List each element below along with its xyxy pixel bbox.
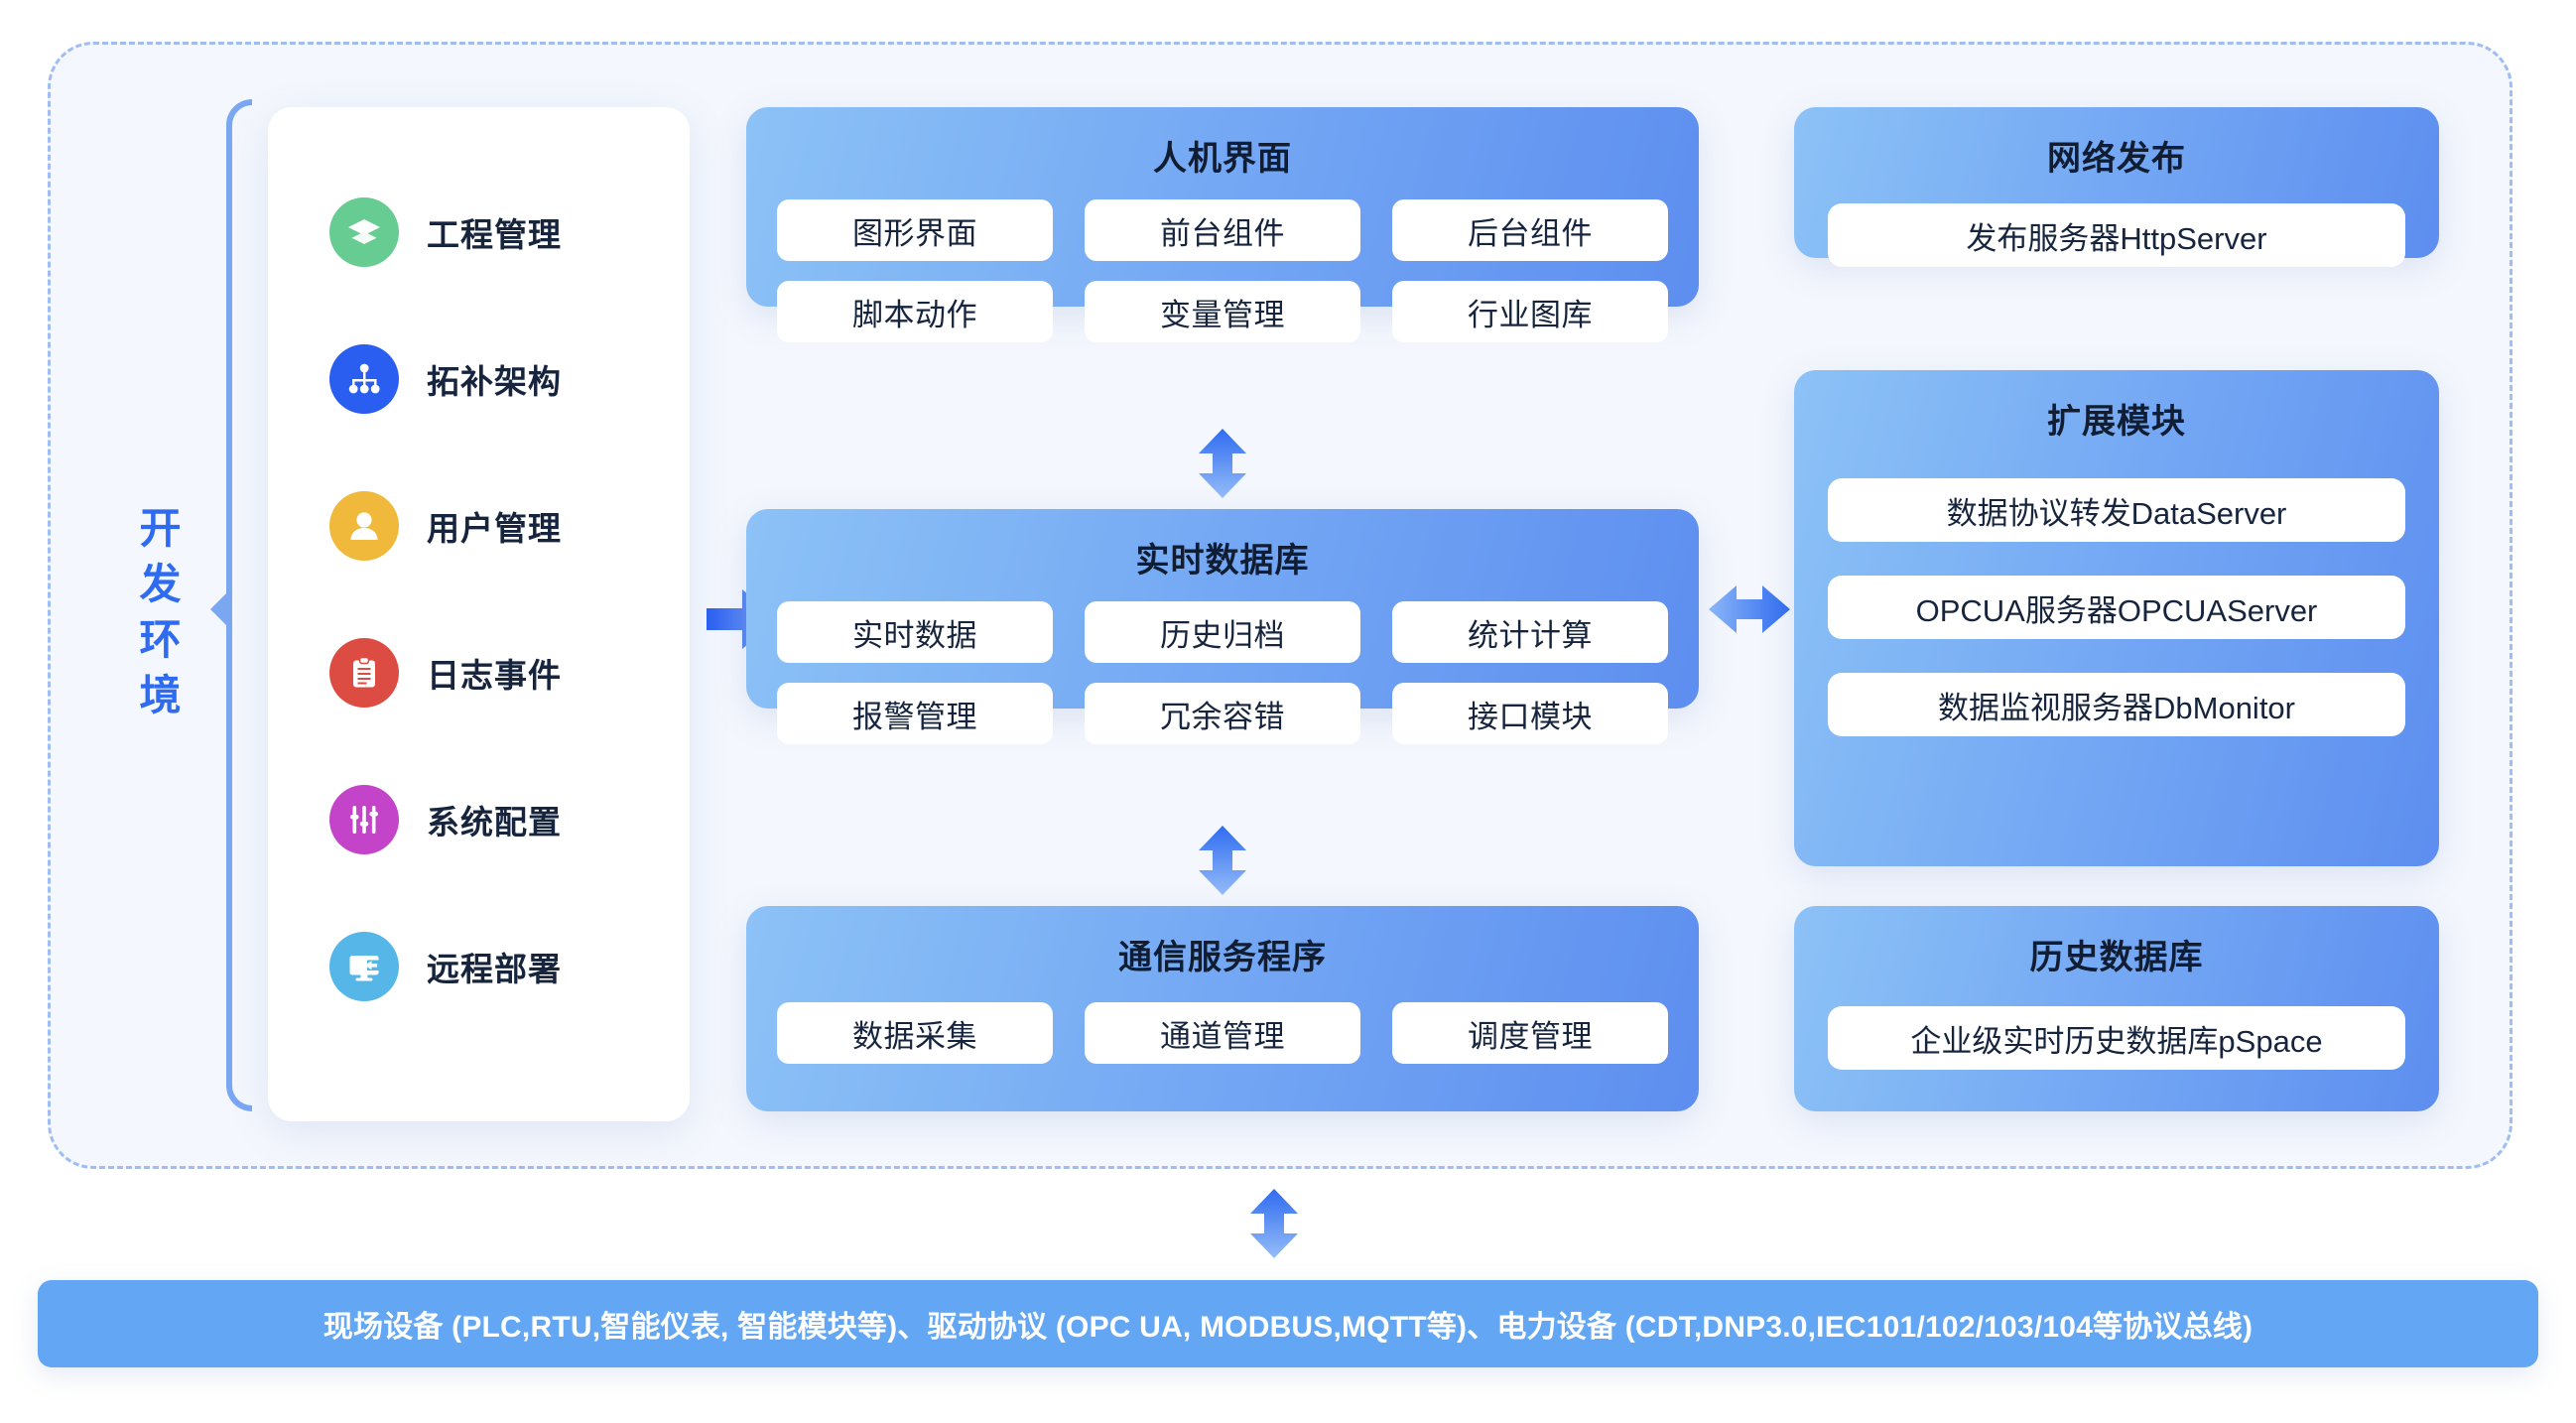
environment-label-char-2: 发: [139, 560, 183, 607]
sliders-icon: [329, 785, 399, 854]
sidebar-item-system-config[interactable]: 系统配置: [268, 746, 690, 893]
development-tools-card: 工程管理 拓补架构: [268, 107, 690, 1121]
sidebar-item-label: 系统配置: [427, 804, 562, 841]
double-arrow-vertical-icon: [1197, 429, 1248, 498]
chip-row: 数据采集 通道管理 调度管理: [746, 1002, 1699, 1064]
sidebar-item-remote-deploy[interactable]: 远程部署: [268, 893, 690, 1040]
chip[interactable]: 脚本动作: [777, 281, 1053, 342]
chip[interactable]: OPCUA服务器OPCUAServer: [1828, 576, 2405, 639]
sidebar-item-user-management[interactable]: 用户管理: [268, 453, 690, 599]
panel-realtime-database: 实时数据库 实时数据 历史归档 统计计算 报警管理 冗余容错 接口模块: [746, 509, 1699, 744]
chip[interactable]: 数据采集: [777, 1002, 1053, 1064]
chip[interactable]: 调度管理: [1392, 1002, 1668, 1064]
panel-title: 扩展模块: [2047, 403, 2186, 441]
chip-row: 报警管理 冗余容错 接口模块: [746, 683, 1699, 744]
sidebar-item-label: 拓补架构: [427, 363, 562, 400]
sidebar-item-label: 工程管理: [427, 216, 562, 253]
chip[interactable]: 后台组件: [1392, 199, 1668, 261]
panel-title: 网络发布: [2047, 140, 2186, 178]
panel-title: 人机界面: [1153, 140, 1292, 178]
chip[interactable]: 行业图库: [1392, 281, 1668, 342]
layers-icon: [329, 197, 399, 267]
panel-extension-modules: 扩展模块 数据协议转发DataServer OPCUA服务器OPCUAServe…: [1794, 370, 2439, 866]
sitemap-icon: [329, 344, 399, 414]
chip[interactable]: 图形界面: [777, 199, 1053, 261]
panel-hmi: 人机界面 图形界面 前台组件 后台组件 脚本动作 变量管理 行业图库: [746, 107, 1699, 342]
panel-title: 实时数据库: [1135, 542, 1310, 580]
chip[interactable]: 接口模块: [1392, 683, 1668, 744]
sidebar-item-label: 用户管理: [427, 510, 562, 547]
sidebar-item-topology[interactable]: 拓补架构: [268, 306, 690, 453]
chip[interactable]: 实时数据: [777, 601, 1053, 663]
sidebar-item-label: 日志事件: [427, 657, 562, 694]
environment-label-char-4: 境: [139, 671, 183, 718]
chip-row: 实时数据 历史归档 统计计算: [746, 601, 1699, 663]
chip[interactable]: 报警管理: [777, 683, 1053, 744]
panel-title: 历史数据库: [2029, 939, 2204, 976]
environment-label: 开发环境: [129, 501, 193, 722]
chip[interactable]: 数据协议转发DataServer: [1828, 478, 2405, 542]
panel-history-database: 历史数据库 企业级实时历史数据库pSpace: [1794, 906, 2439, 1111]
double-arrow-horizontal-icon: [1709, 583, 1790, 635]
environment-label-char-1: 开: [139, 505, 183, 552]
chip[interactable]: 发布服务器HttpServer: [1828, 203, 2405, 267]
sidebar-item-project-management[interactable]: 工程管理: [268, 159, 690, 306]
panel-title: 通信服务程序: [1118, 939, 1327, 976]
environment-brace-notch: [210, 592, 227, 626]
chip[interactable]: 通道管理: [1085, 1002, 1360, 1064]
sidebar-item-log-events[interactable]: 日志事件: [268, 599, 690, 746]
chip[interactable]: 历史归档: [1085, 601, 1360, 663]
chip[interactable]: 前台组件: [1085, 199, 1360, 261]
chip[interactable]: 统计计算: [1392, 601, 1668, 663]
chip[interactable]: 数据监视服务器DbMonitor: [1828, 673, 2405, 736]
chip[interactable]: 冗余容错: [1085, 683, 1360, 744]
double-arrow-vertical-icon: [1197, 826, 1248, 895]
chip[interactable]: 企业级实时历史数据库pSpace: [1828, 1006, 2405, 1070]
environment-label-char-3: 环: [139, 615, 183, 663]
double-arrow-vertical-icon: [1248, 1189, 1300, 1258]
field-devices-bar: 现场设备 (PLC,RTU,智能仪表, 智能模块等)、驱动协议 (OPC UA,…: [38, 1280, 2538, 1367]
chip-row: 图形界面 前台组件 后台组件: [746, 199, 1699, 261]
panel-web-publishing: 网络发布 发布服务器HttpServer: [1794, 107, 2439, 267]
field-devices-text: 现场设备 (PLC,RTU,智能仪表, 智能模块等)、驱动协议 (OPC UA,…: [322, 1311, 2254, 1344]
remote-desktop-icon: [329, 932, 399, 1001]
chip[interactable]: 变量管理: [1085, 281, 1360, 342]
chip-row: 脚本动作 变量管理 行业图库: [746, 281, 1699, 342]
user-icon: [329, 491, 399, 561]
environment-brace: [226, 99, 252, 1111]
sidebar-item-label: 远程部署: [427, 951, 562, 987]
clipboard-log-icon: [329, 638, 399, 708]
panel-communication-service: 通信服务程序 数据采集 通道管理 调度管理: [746, 906, 1699, 1111]
